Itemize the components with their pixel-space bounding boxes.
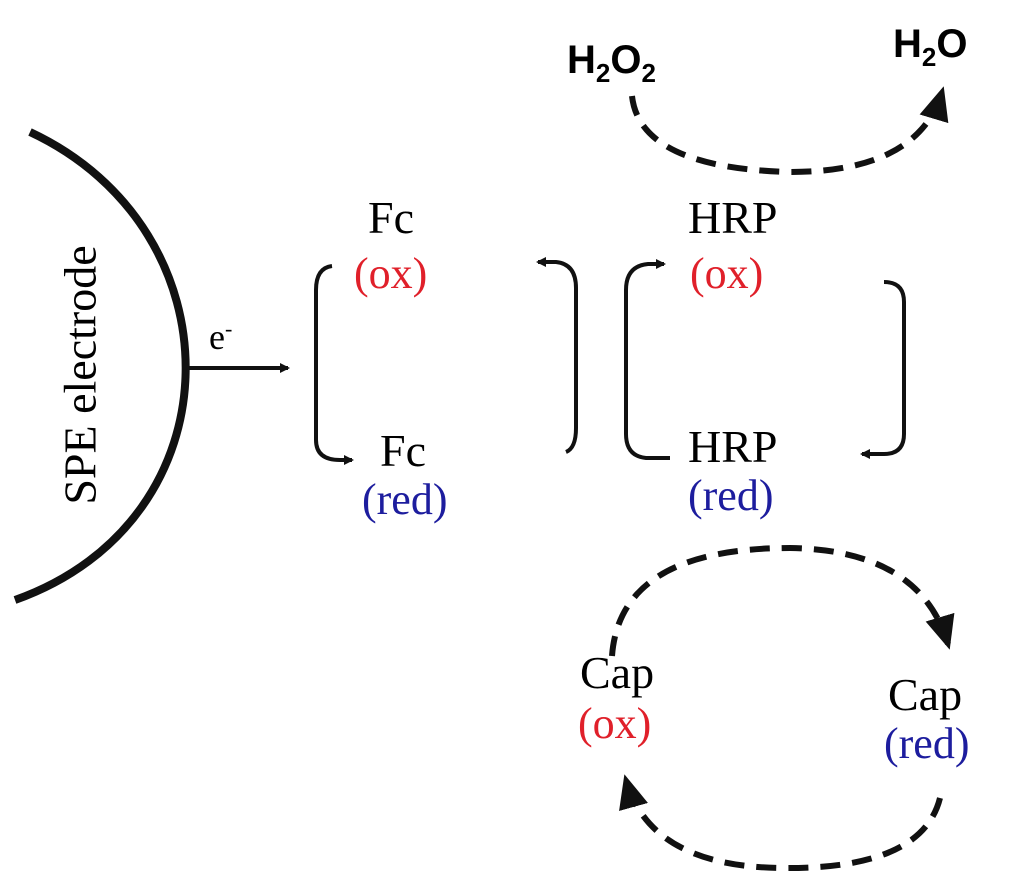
cap-red-name: Cap xyxy=(888,669,963,720)
electrode-label: SPE electrode xyxy=(54,245,106,505)
cap-red-state: (red) xyxy=(884,719,970,768)
cap-ox-state: (ox) xyxy=(578,699,652,748)
hrp-ox-state: (ox) xyxy=(690,249,764,298)
hrp-bracket-right xyxy=(860,280,906,459)
cap-ox-name: Cap xyxy=(580,647,655,698)
peroxide-arrow xyxy=(629,86,949,176)
fc-bracket-left xyxy=(314,264,354,465)
hrp-red-name: HRP xyxy=(688,421,778,472)
fc-red-state: (red) xyxy=(362,475,448,524)
fc-bracket-right xyxy=(536,257,578,454)
hrp-red-state: (red) xyxy=(688,471,774,520)
h2o2-label: H2O2 xyxy=(567,38,656,88)
fc-ox-state: (ox) xyxy=(354,249,428,298)
electron-label: e- xyxy=(209,316,233,357)
cap-arrow-top xyxy=(609,544,955,657)
hrp-bracket-left xyxy=(624,259,670,460)
hrp-ox-name: HRP xyxy=(688,192,778,243)
electrode-arc xyxy=(13,128,190,604)
fc-red-name: Fc xyxy=(380,425,426,476)
cap-arrow-bottom xyxy=(619,774,943,872)
h2o-label: H2O xyxy=(893,22,968,72)
fc-ox-name: Fc xyxy=(368,192,414,243)
